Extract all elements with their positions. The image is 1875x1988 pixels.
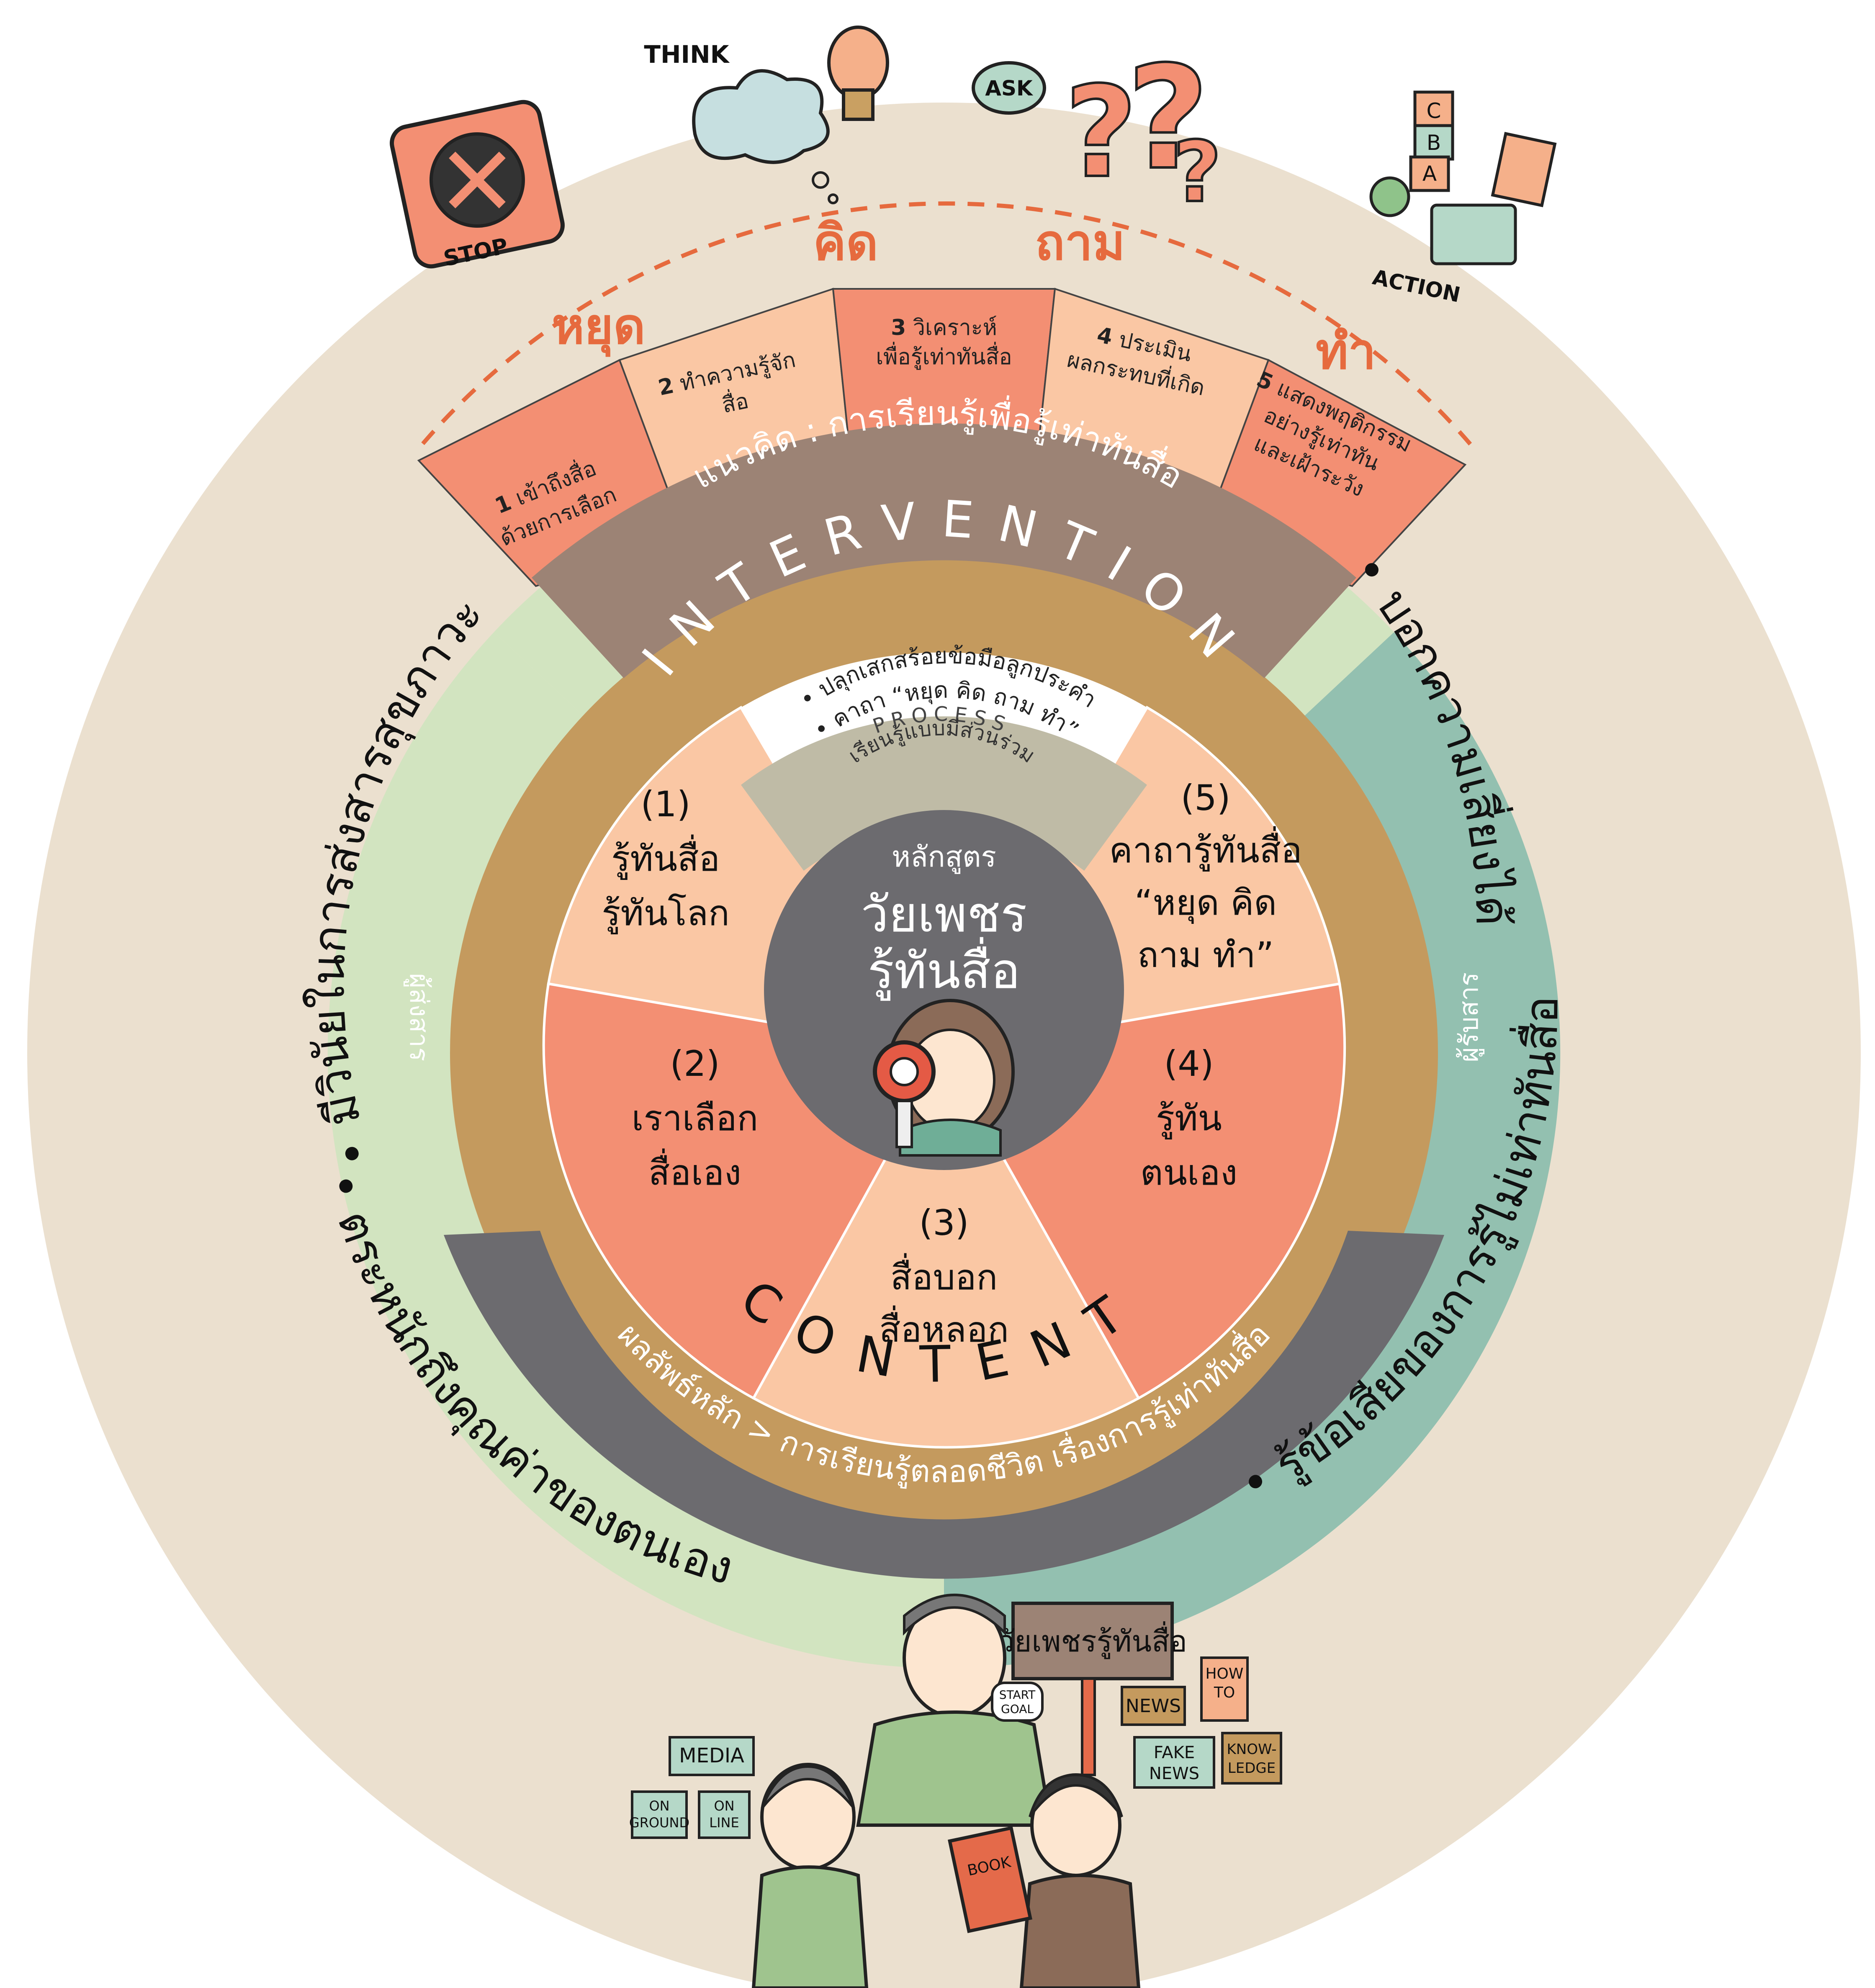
block-a: A (1422, 162, 1437, 186)
ask-illustration: ASK ? ? ? (972, 34, 1223, 222)
on-ground-line1: ON (649, 1798, 669, 1814)
fake-news-line1: FAKE (1154, 1743, 1195, 1762)
segment-3 (751, 1050, 1141, 1449)
knowledge-line1: KNOW- (1227, 1741, 1277, 1758)
how-to-line2: TO (1214, 1684, 1235, 1701)
segment-5-line2: “หยุด คิด (1134, 882, 1277, 924)
receiver-label: ผู้รับสาร (1453, 972, 1484, 1062)
stop-sign-illustration: STOP (390, 100, 565, 272)
segment-5-line1: คาถารู้ทันสื่อ (1109, 826, 1302, 872)
center-label: หลักสูตร (892, 841, 996, 874)
ask-text: ASK (985, 76, 1034, 100)
intervention-band (666, 567, 1222, 712)
question-mark-icon: ? (1173, 123, 1222, 221)
block-c: C (1427, 99, 1441, 123)
question-mark-icon: ? (1065, 59, 1137, 206)
on-line-line1: ON (714, 1798, 734, 1814)
segment-1-line1: รู้ทันสื่อ (611, 834, 720, 880)
segment-4-line1: รู้ทัน (1156, 1098, 1222, 1139)
step-act: ทำ (1316, 322, 1376, 380)
fake-news-line2: NEWS (1149, 1764, 1199, 1783)
on-ground-line2: GROUND (629, 1815, 689, 1831)
content-band (444, 1231, 1444, 1579)
segment-3-num: (3) (919, 1202, 969, 1243)
segment-2-line2: สื่อเอง (648, 1148, 741, 1193)
news-text: NEWS (1126, 1695, 1181, 1717)
start-goal-line2: GOAL (1001, 1702, 1034, 1716)
stage-3-label: 3 วิเคราะห์ (891, 315, 997, 340)
segment-2-num: (2) (670, 1043, 720, 1084)
segment-3-line2: สื่อหลอก (879, 1305, 1009, 1350)
start-goal-line1: START (999, 1688, 1036, 1702)
on-line-line2: LINE (709, 1815, 739, 1831)
segment-texts: (1) รู้ทันสื่อ รู้ทันโลก (2) เราเลือก สื… (602, 777, 1302, 1350)
block-b: B (1427, 131, 1441, 155)
segment-5-num: (5) (1181, 777, 1231, 818)
center-title-1: วัยเพชร (861, 885, 1027, 943)
media-text: MEDIA (679, 1744, 744, 1767)
segment-1-num: (1) (641, 784, 691, 825)
book-icon (948, 1826, 1032, 1933)
process-band (741, 716, 1147, 871)
lightbulb-icon (827, 26, 889, 121)
think-text: THINK (644, 40, 730, 69)
think-cloud-illustration: THINK (644, 26, 889, 204)
segment-4-line2: ตนเอง (1140, 1152, 1237, 1193)
segment-5-line3: ถาม ทำ” (1137, 934, 1274, 975)
step-ask: ถาม (1035, 213, 1125, 271)
question-mark-icon: ? (1127, 36, 1209, 201)
segment-3-line1: สื่อบอก (890, 1253, 998, 1298)
people-illustration: วัยเพชรรู้ทันสื่อ START GOAL NEWS HOW TO… (629, 1594, 1282, 1988)
stage-3-line2: เพื่อรู้เท่าทันสื่อ (876, 342, 1012, 370)
center-disc (764, 810, 1124, 1170)
knowledge-line2: LEDGE (1228, 1760, 1276, 1777)
step-stop: หยุด (552, 297, 646, 357)
steps-dashed-arc (421, 201, 1475, 450)
concept-band (532, 423, 1356, 678)
segment-4-num: (4) (1164, 1043, 1214, 1084)
segment-1-line2: รู้ทันโลก (602, 892, 729, 934)
sign-text: วัยเพชรรู้ทันสื่อ (998, 1621, 1187, 1659)
step-think: คิด (813, 213, 878, 271)
segment-2-line1: เราเลือก (632, 1098, 759, 1139)
sender-label: ผู้ส่งสาร (404, 973, 435, 1061)
center-title-2: รู้ทันสื่อ (868, 937, 1021, 1001)
magnifier-character-illustration (873, 999, 1015, 1157)
how-to-line1: HOW (1205, 1665, 1243, 1682)
